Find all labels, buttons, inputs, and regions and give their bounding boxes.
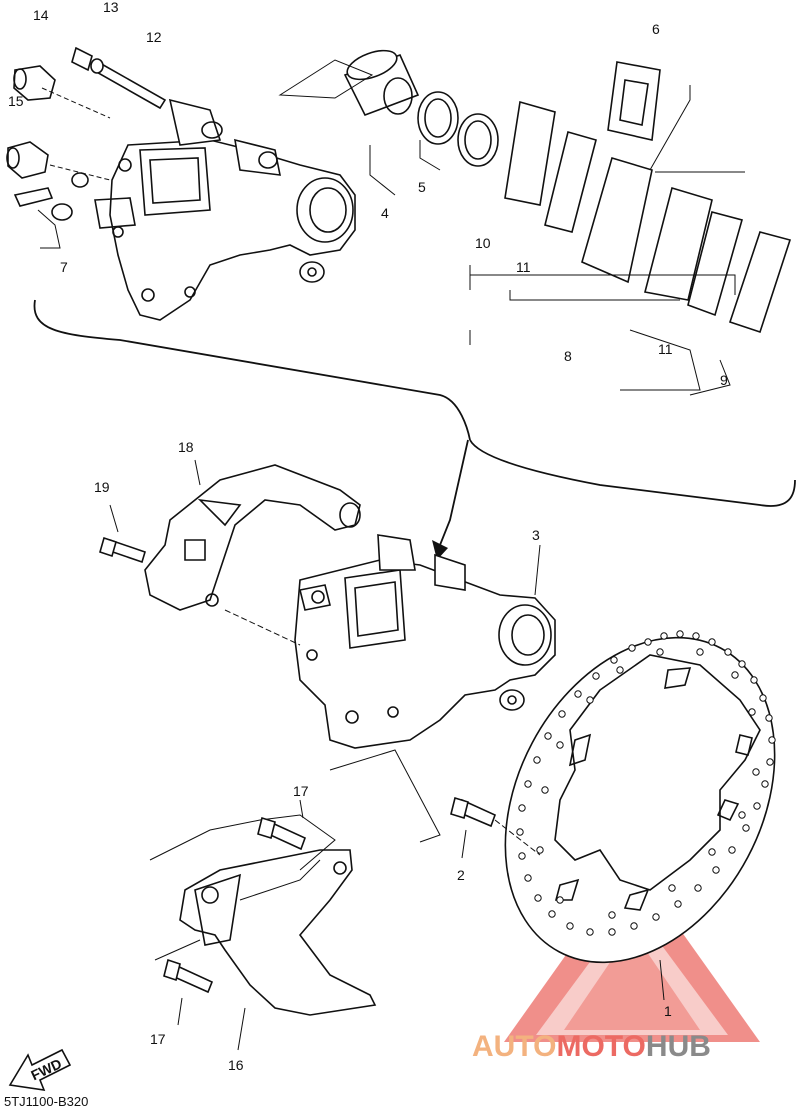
callout-5: 5 bbox=[418, 179, 426, 195]
callout-19: 19 bbox=[94, 479, 110, 495]
disc-guard bbox=[8, 749, 441, 1091]
callout-numbers: 1 2 3 4 5 6 7 8 9 10 11 11 12 13 14 15 1… bbox=[8, 0, 728, 1073]
callout-11b: 11 bbox=[658, 341, 673, 357]
callout-8: 8 bbox=[564, 348, 572, 364]
callout-15: 15 bbox=[8, 93, 24, 109]
watermark-auto: AUTO bbox=[472, 1030, 557, 1063]
callout-6: 6 bbox=[652, 21, 660, 37]
watermark-hub: HUB bbox=[645, 1030, 711, 1063]
callout-12: 12 bbox=[146, 29, 162, 45]
callout-1: 1 bbox=[664, 1003, 672, 1019]
callout-7: 7 bbox=[60, 259, 68, 275]
watermark-moto: MOTO bbox=[556, 1030, 646, 1063]
brake-disc bbox=[450, 629, 777, 1001]
callout-10: 10 bbox=[475, 235, 491, 251]
assembled-caliper bbox=[99, 459, 556, 749]
fwd-arrow bbox=[8, 1048, 72, 1091]
top-caliper-assembly bbox=[6, 46, 792, 396]
callout-11a: 11 bbox=[516, 259, 531, 275]
callout-16: 16 bbox=[228, 1057, 244, 1073]
callout-17b: 17 bbox=[150, 1031, 166, 1047]
fwd-label: FWD bbox=[28, 1055, 64, 1083]
callout-4: 4 bbox=[381, 205, 389, 221]
callout-13: 13 bbox=[103, 0, 119, 15]
watermark-logo: AUTOMOTOHUB bbox=[472, 1030, 711, 1064]
diagram-code: 5TJ1100-B320 bbox=[4, 1094, 89, 1109]
callout-2: 2 bbox=[457, 867, 465, 883]
callout-18: 18 bbox=[178, 439, 194, 455]
group-bracket bbox=[33, 299, 796, 560]
callout-14: 14 bbox=[33, 7, 49, 23]
callout-9: 9 bbox=[720, 372, 728, 388]
callout-3: 3 bbox=[532, 527, 540, 543]
callout-17a: 17 bbox=[293, 783, 309, 799]
